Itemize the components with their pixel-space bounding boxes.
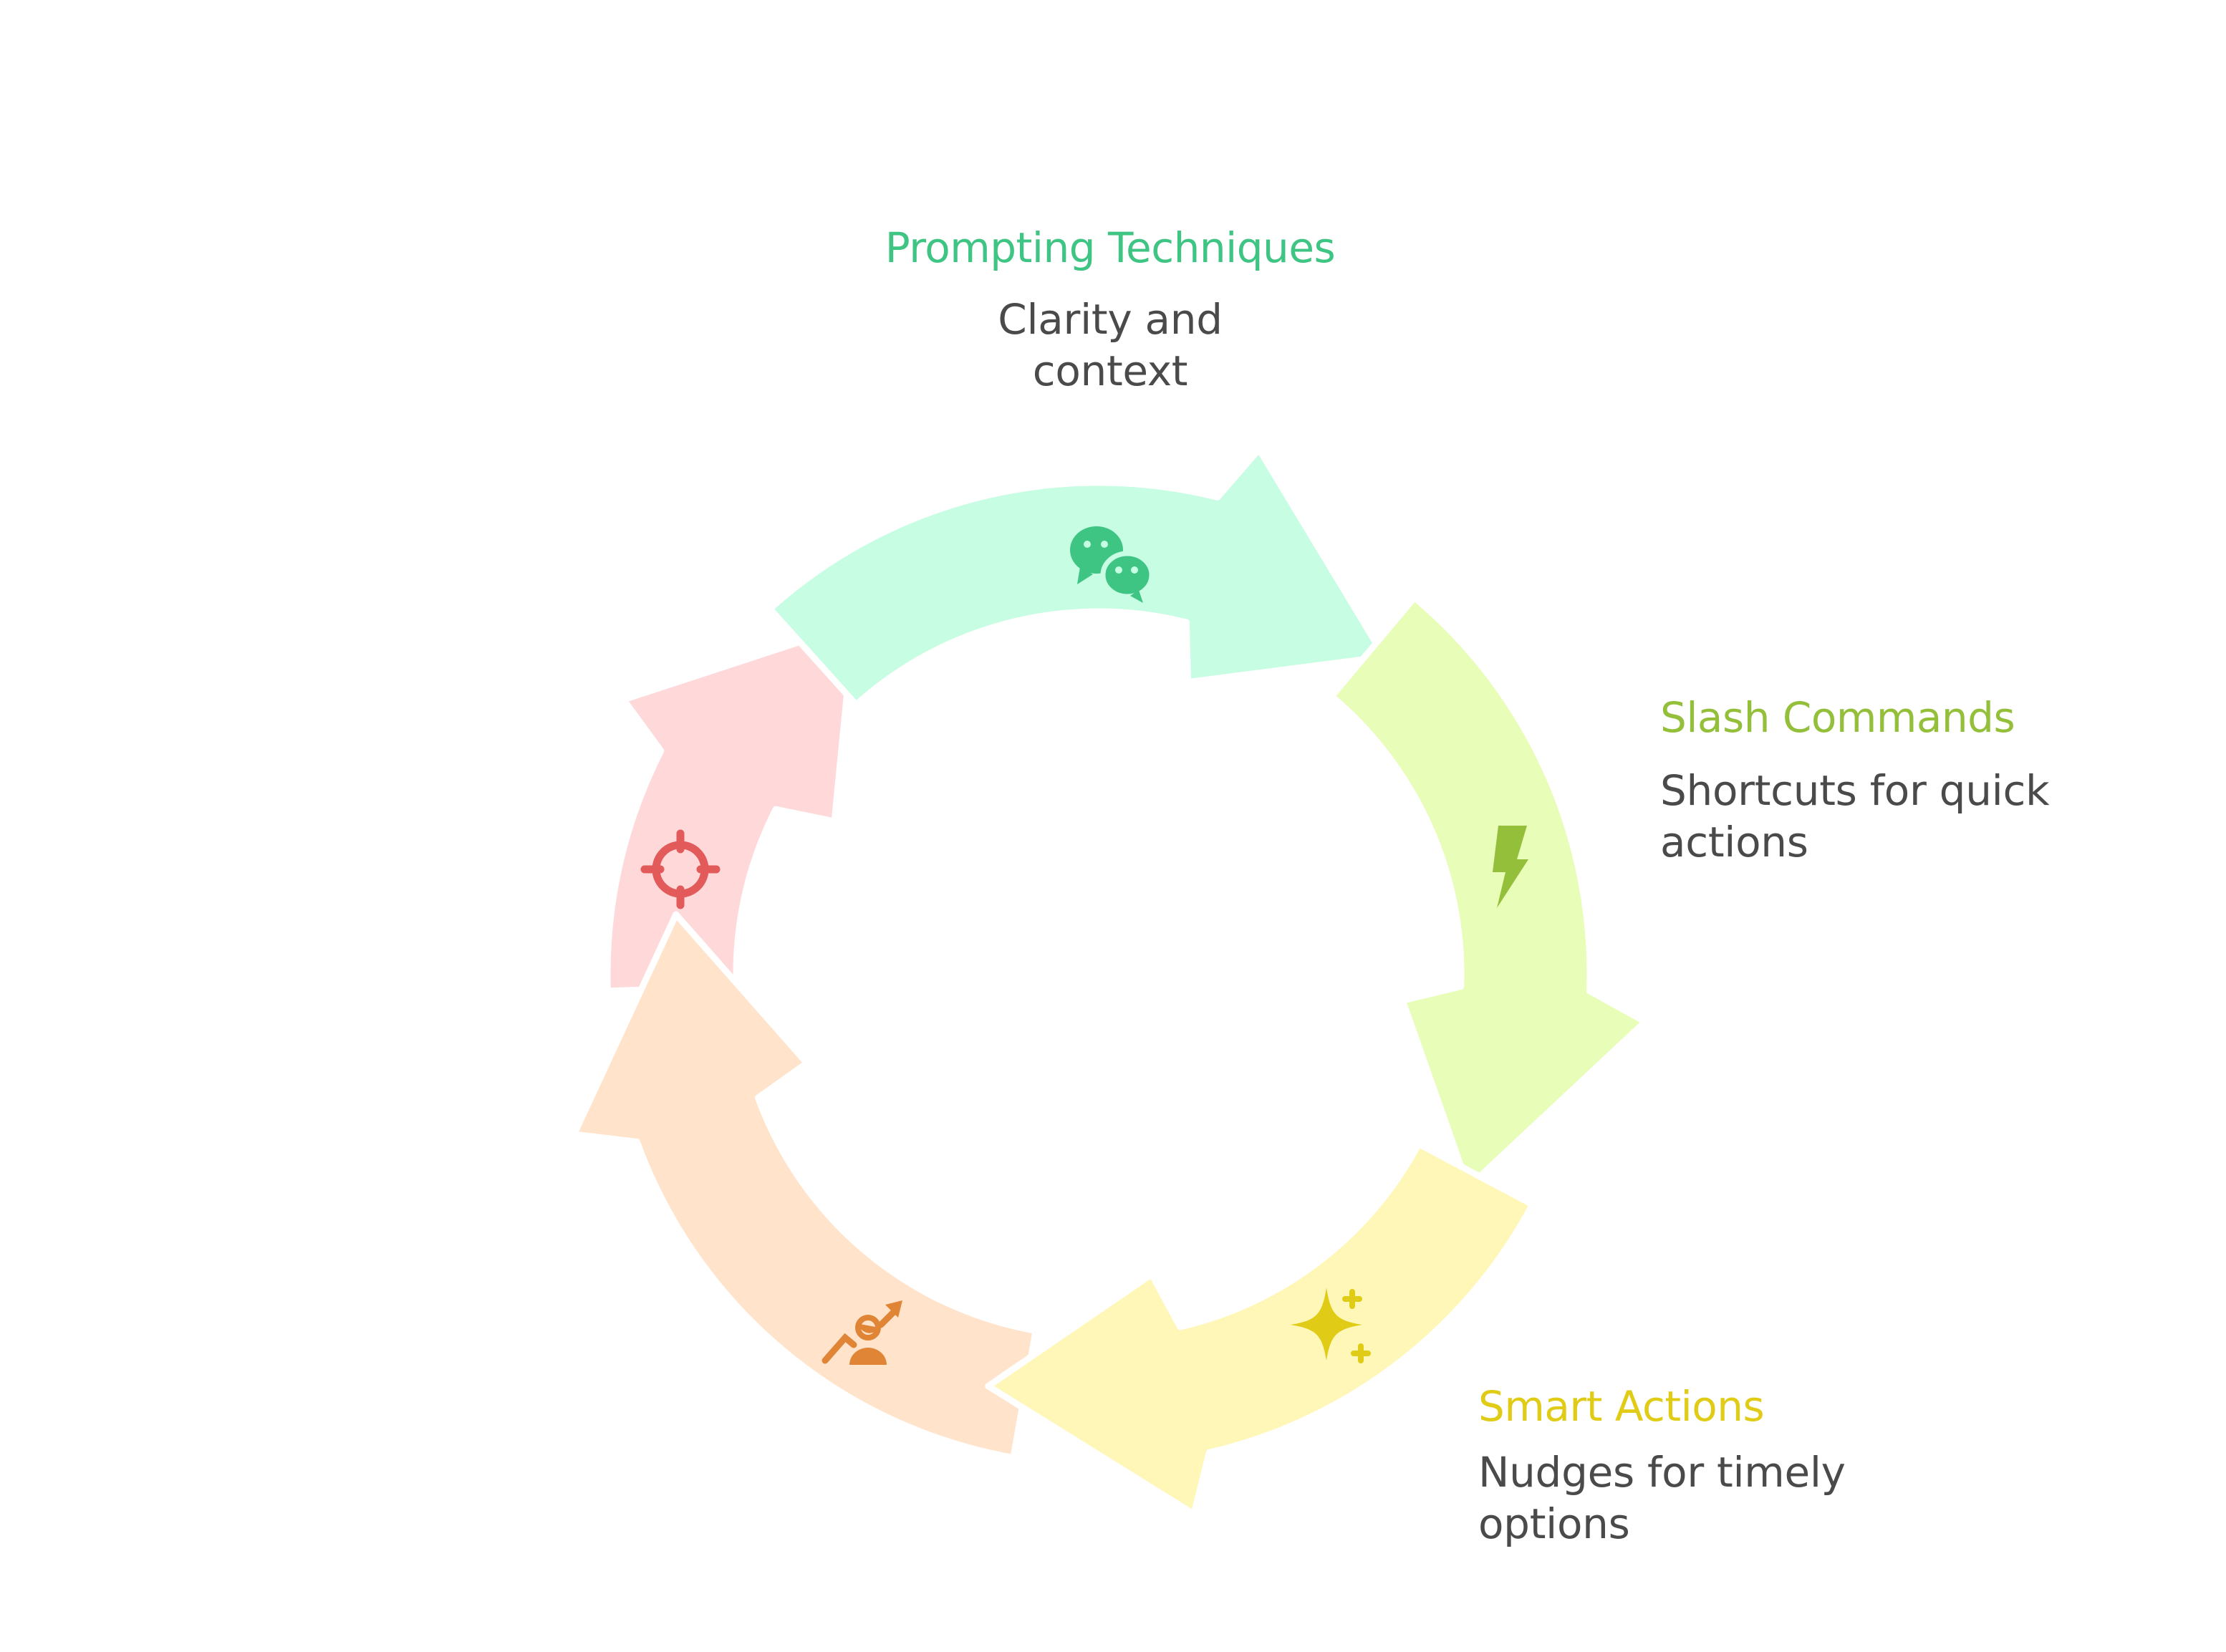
arrow-slash-commands xyxy=(1328,594,1649,1191)
arrow-target xyxy=(604,621,857,995)
label-smart-actions: Smart Actions Nudges for timely options xyxy=(1478,1381,1922,1550)
arrow-growth xyxy=(570,911,1039,1462)
target-crosshair-icon xyxy=(640,829,721,909)
segment-title: Prompting Techniques xyxy=(885,223,1336,272)
segment-description: Nudges for timely options xyxy=(1478,1448,1846,1548)
label-slash-commands: Slash Commands Shortcuts for quick actio… xyxy=(1660,692,2119,868)
lightning-bolt-icon xyxy=(1493,826,1528,908)
label-prompting-techniques: Prompting Techniques Clarity and context xyxy=(788,222,1432,397)
segment-title: Slash Commands xyxy=(1660,693,2015,742)
segment-description: Shortcuts for quick actions xyxy=(1660,766,2050,866)
segment-description: Clarity and context xyxy=(998,295,1223,395)
arrow-smart-actions xyxy=(985,1141,1536,1517)
arrow-prompting-techniques xyxy=(766,445,1388,708)
sparkles-icon xyxy=(1291,1288,1371,1363)
person-growth-icon xyxy=(822,1300,902,1365)
chat-bubbles-icon xyxy=(1070,526,1155,603)
segment-title: Smart Actions xyxy=(1478,1382,1765,1431)
